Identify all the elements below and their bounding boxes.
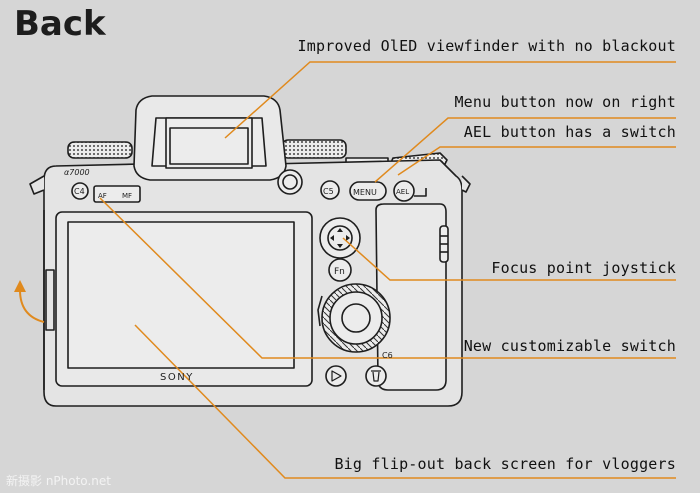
callout-menu: Menu button now on right [454,93,676,111]
fn-label: Fn [334,267,345,277]
callout-joystick: Focus point joystick [491,259,676,277]
c5-label: C5 [323,187,334,196]
leader-screen [134,324,676,479]
playback-button [325,365,347,387]
playback-top-button [277,169,303,195]
menu-button [349,181,387,201]
callout-viewfinder: Improved OlED viewfinder with no blackou… [297,37,676,55]
brand-label: SONY [160,372,194,383]
center-right-dial [281,139,347,159]
menu-label: MENU [353,188,377,197]
ael-button [393,180,415,202]
custom-switch [317,295,323,327]
ael-label: AEL [396,188,409,196]
callout-switch: New customizable switch [463,337,676,355]
c5-button [320,180,340,200]
screen-display [67,221,295,369]
leader-joystick [342,237,676,281]
model-label: α7000 [64,168,90,177]
watermark: 新摄影 nPhoto.net [6,474,111,488]
center-button [341,303,371,333]
left-dial [67,141,133,159]
af-mf-switch [93,185,141,203]
delete-button [365,365,387,387]
c4-button [71,182,89,200]
c4-label: C4 [74,187,85,196]
leader-viewfinder [224,61,676,139]
af-label: AF [98,192,107,200]
fn-button [328,258,352,282]
callout-screen: Big flip-out back screen for vloggers [334,455,676,473]
flip-arrow [19,289,45,323]
page-title: Back [14,4,106,44]
leader-ael [397,146,676,176]
mf-label: MF [122,192,132,200]
joystick [327,225,353,251]
c6-label: C6 [382,351,393,360]
callout-ael: AEL button has a switch [463,123,676,141]
leader-switch [99,197,676,359]
leader-menu [374,117,676,183]
grip [375,203,447,391]
